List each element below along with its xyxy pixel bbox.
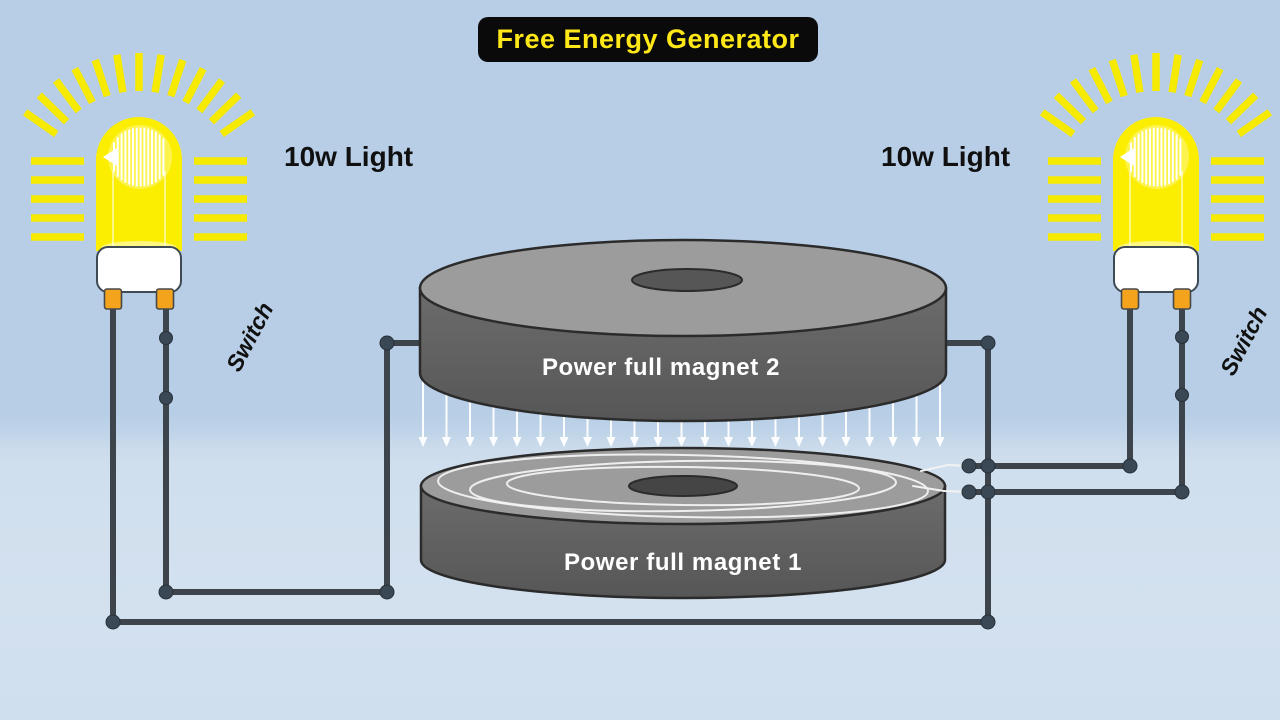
light-ray xyxy=(219,109,256,138)
field-arrow-head xyxy=(559,437,569,447)
switch-contact-dot xyxy=(159,391,173,405)
field-arrow-head xyxy=(935,437,945,447)
light-ray xyxy=(196,78,226,114)
light-ray xyxy=(52,78,82,114)
light-ray xyxy=(1130,54,1144,93)
field-arrow-head xyxy=(677,437,686,447)
light-ray xyxy=(1168,54,1182,93)
light-rays xyxy=(22,53,256,241)
magnet-1-body xyxy=(419,446,970,600)
field-arrow-head xyxy=(724,437,733,447)
bulb-pin xyxy=(1172,288,1192,310)
junction-dot xyxy=(961,484,977,500)
junction-dot xyxy=(105,614,121,630)
junction-dot xyxy=(980,335,996,351)
field-arrow-head xyxy=(583,437,592,447)
bulb-left xyxy=(22,53,256,310)
coil-lead xyxy=(912,485,970,493)
light-rays xyxy=(1039,53,1273,241)
bulb-right xyxy=(1039,53,1273,310)
light-ray xyxy=(208,92,242,125)
field-arrow-head xyxy=(841,437,851,447)
light-ray xyxy=(1199,66,1224,105)
light-ray xyxy=(1213,78,1243,114)
light-ray xyxy=(1184,58,1204,98)
light-ray xyxy=(1053,92,1087,125)
light-ray xyxy=(113,54,127,93)
field-arrow-head xyxy=(747,437,757,447)
field-arrow-head xyxy=(489,437,498,447)
light-ray xyxy=(36,92,70,125)
switch-contact-dot xyxy=(1175,388,1189,402)
filament-spark xyxy=(103,148,117,166)
filament-spark xyxy=(1120,148,1134,166)
field-arrow-head xyxy=(771,437,780,447)
field-arrow-head xyxy=(865,437,874,447)
junction-dot xyxy=(980,614,996,630)
bulb-pin xyxy=(1120,288,1140,310)
field-arrow-head xyxy=(700,437,710,447)
light-ray xyxy=(1069,78,1099,114)
bulb-pin xyxy=(155,288,175,310)
field-arrow-head xyxy=(536,437,545,447)
junction-dot xyxy=(379,584,395,600)
field-arrow-head xyxy=(888,437,898,447)
field-arrow-head xyxy=(512,437,522,447)
light-ray xyxy=(1108,58,1128,98)
junction-dot xyxy=(158,584,174,600)
bulb-base xyxy=(96,246,182,293)
field-arrow-head xyxy=(818,437,827,447)
light-ray xyxy=(71,66,96,105)
light-ray xyxy=(167,58,187,98)
magnet-2-body xyxy=(418,238,948,423)
light-ray xyxy=(151,54,165,93)
right-top-wire xyxy=(969,300,1133,469)
junction-dot xyxy=(980,458,996,474)
field-arrow-head xyxy=(442,437,451,447)
coil-winding xyxy=(469,459,897,513)
junction-dot xyxy=(980,484,996,500)
field-arrow-head xyxy=(630,437,639,447)
field-arrow-head xyxy=(418,437,428,447)
junction-dot xyxy=(961,458,977,474)
coil-winding xyxy=(437,453,929,519)
bulb-base xyxy=(1113,246,1199,293)
coil-winding xyxy=(506,465,860,507)
light-ray xyxy=(1088,66,1113,105)
light-ray xyxy=(22,109,59,138)
field-arrow-head xyxy=(912,437,921,447)
light-ray xyxy=(1225,92,1259,125)
switch-contact-dot xyxy=(1175,330,1189,344)
magnet-1-hole xyxy=(628,475,738,497)
field-arrow-head xyxy=(794,437,804,447)
light-ray xyxy=(182,66,207,105)
light-ray xyxy=(91,58,111,98)
field-arrow-head xyxy=(465,437,475,447)
field-arrow-head xyxy=(653,437,663,447)
junction-dot xyxy=(1174,484,1190,500)
junction-dot xyxy=(1122,458,1138,474)
light-ray xyxy=(1236,109,1273,138)
light-ray xyxy=(1039,109,1076,138)
junction-dots xyxy=(105,330,1190,630)
magnet-2-hole xyxy=(631,268,743,292)
junction-dot xyxy=(379,335,395,351)
switch-contact-dot xyxy=(159,331,173,345)
bulb-pin xyxy=(103,288,123,310)
field-arrow-head xyxy=(606,437,616,447)
